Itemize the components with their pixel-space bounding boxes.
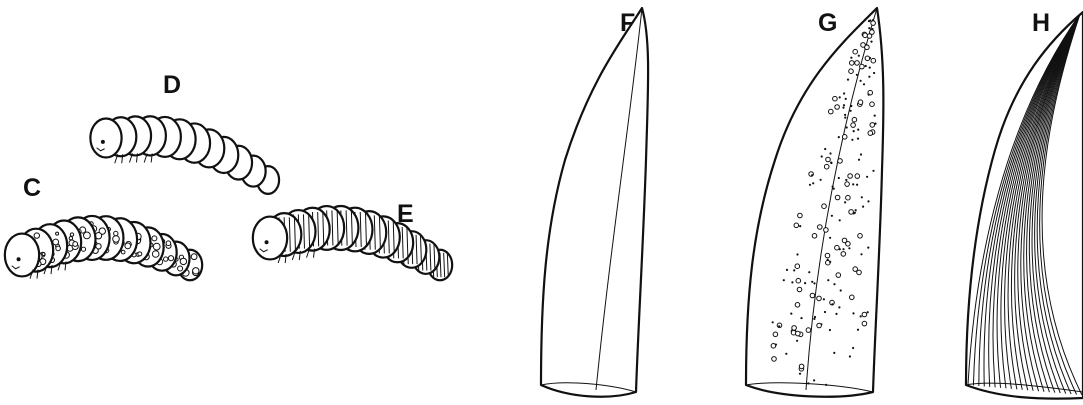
label-c: C	[23, 174, 41, 202]
larva-d	[90, 116, 279, 194]
label-d: D	[163, 71, 181, 99]
leaf-h	[966, 12, 1083, 399]
label-h: H	[1032, 9, 1050, 37]
label-g: G	[818, 9, 837, 37]
larva-c	[5, 216, 202, 280]
leaf-g	[746, 8, 883, 397]
leaf-f	[541, 8, 648, 397]
larva-e	[253, 206, 452, 280]
